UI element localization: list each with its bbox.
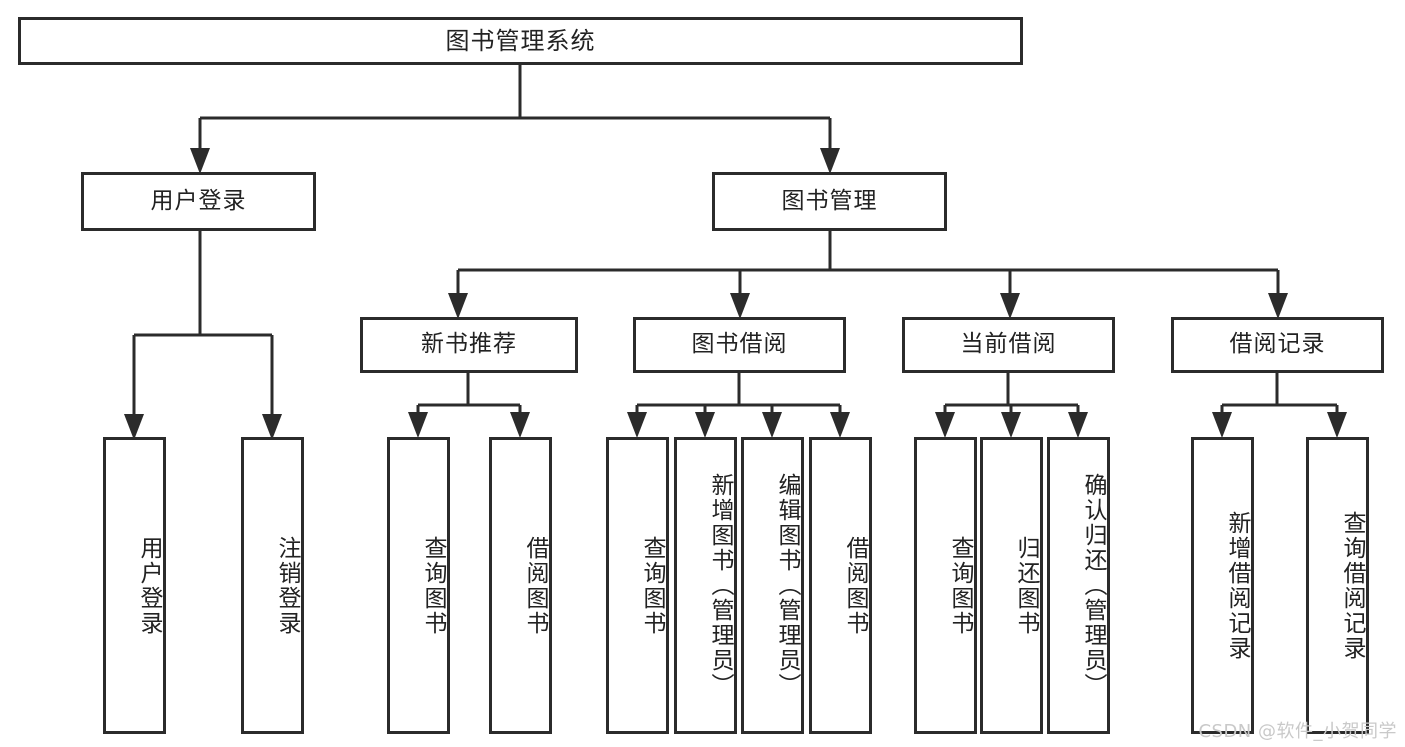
leaf-current-borrow-query-book[interactable]: 查询图书 [914,437,977,734]
leaf-book-borrow-edit-book[interactable]: 编辑图书（管理员） [741,437,804,734]
node-borrow-record[interactable]: 借阅记录 [1171,317,1384,373]
arrowhead-user-login [190,148,210,174]
leaf-label: 归还图书 [1013,535,1039,636]
leaf-label: 用户登录 [136,535,162,636]
leaf-current-borrow-return-book[interactable]: 归还图书 [980,437,1043,734]
node-new-book-recommend[interactable]: 新书推荐 [360,317,578,373]
node-root-system[interactable]: 图书管理系统 [18,17,1023,65]
leaf-label: 查询图书 [639,535,665,636]
leaf-label: 查询图书 [947,535,973,636]
leaf-label: 新增借阅记录 [1224,510,1250,661]
arrowhead-leaf-b4 [830,412,850,438]
arrowhead-leaf-n2 [510,412,530,438]
leaf-label: 确认归还（管理员） [1080,473,1106,698]
arrowhead-borrow-record [1268,293,1288,319]
leaf-new-book-borrow-book[interactable]: 借阅图书 [489,437,552,734]
leaf-label: 查询借阅记录 [1339,510,1365,661]
leaf-label: 新增图书（管理员） [707,473,733,698]
leaf-label: 编辑图书（管理员） [774,473,800,698]
arrowhead-book-mgmt [820,148,840,174]
arrowhead-leaf-r2 [1327,412,1347,438]
arrowhead-leaf-c1 [935,412,955,438]
node-user-login[interactable]: 用户登录 [81,172,316,231]
node-current-borrow[interactable]: 当前借阅 [902,317,1115,373]
arrowhead-leaf-b1 [627,412,647,438]
leaf-user-login-logout[interactable]: 注销登录 [241,437,304,734]
arrowhead-new-book [448,293,468,319]
leaf-label: 查询图书 [420,535,446,636]
leaf-user-login-login[interactable]: 用户登录 [103,437,166,734]
arrowhead-leaf-b2 [695,412,715,438]
leaf-label: 借阅图书 [522,535,548,636]
arrowhead-leaf-n1 [408,412,428,438]
leaf-book-borrow-borrow-book[interactable]: 借阅图书 [809,437,872,734]
node-book-borrow[interactable]: 图书借阅 [633,317,846,373]
arrowhead-book-borrow [730,293,750,319]
arrowhead-current-borrow [1000,293,1020,319]
arrowhead-leaf-b3 [762,412,782,438]
leaf-label: 借阅图书 [842,535,868,636]
node-book-management[interactable]: 图书管理 [712,172,947,231]
leaf-new-book-query-book[interactable]: 查询图书 [387,437,450,734]
leaf-borrow-record-add-record[interactable]: 新增借阅记录 [1191,437,1254,734]
leaf-book-borrow-add-book[interactable]: 新增图书（管理员） [674,437,737,734]
arrowhead-leaf-c3 [1068,412,1088,438]
leaf-borrow-record-query-record[interactable]: 查询借阅记录 [1306,437,1369,734]
leaf-book-borrow-query-book[interactable]: 查询图书 [606,437,669,734]
leaf-current-borrow-confirm-return[interactable]: 确认归还（管理员） [1047,437,1110,734]
csdn-watermark: CSDN @软件_小贺同学 [1198,721,1397,742]
arrowhead-leaf-c2 [1001,412,1021,438]
arrowhead-leaf-r1 [1212,412,1232,438]
leaf-label: 注销登录 [274,535,300,636]
